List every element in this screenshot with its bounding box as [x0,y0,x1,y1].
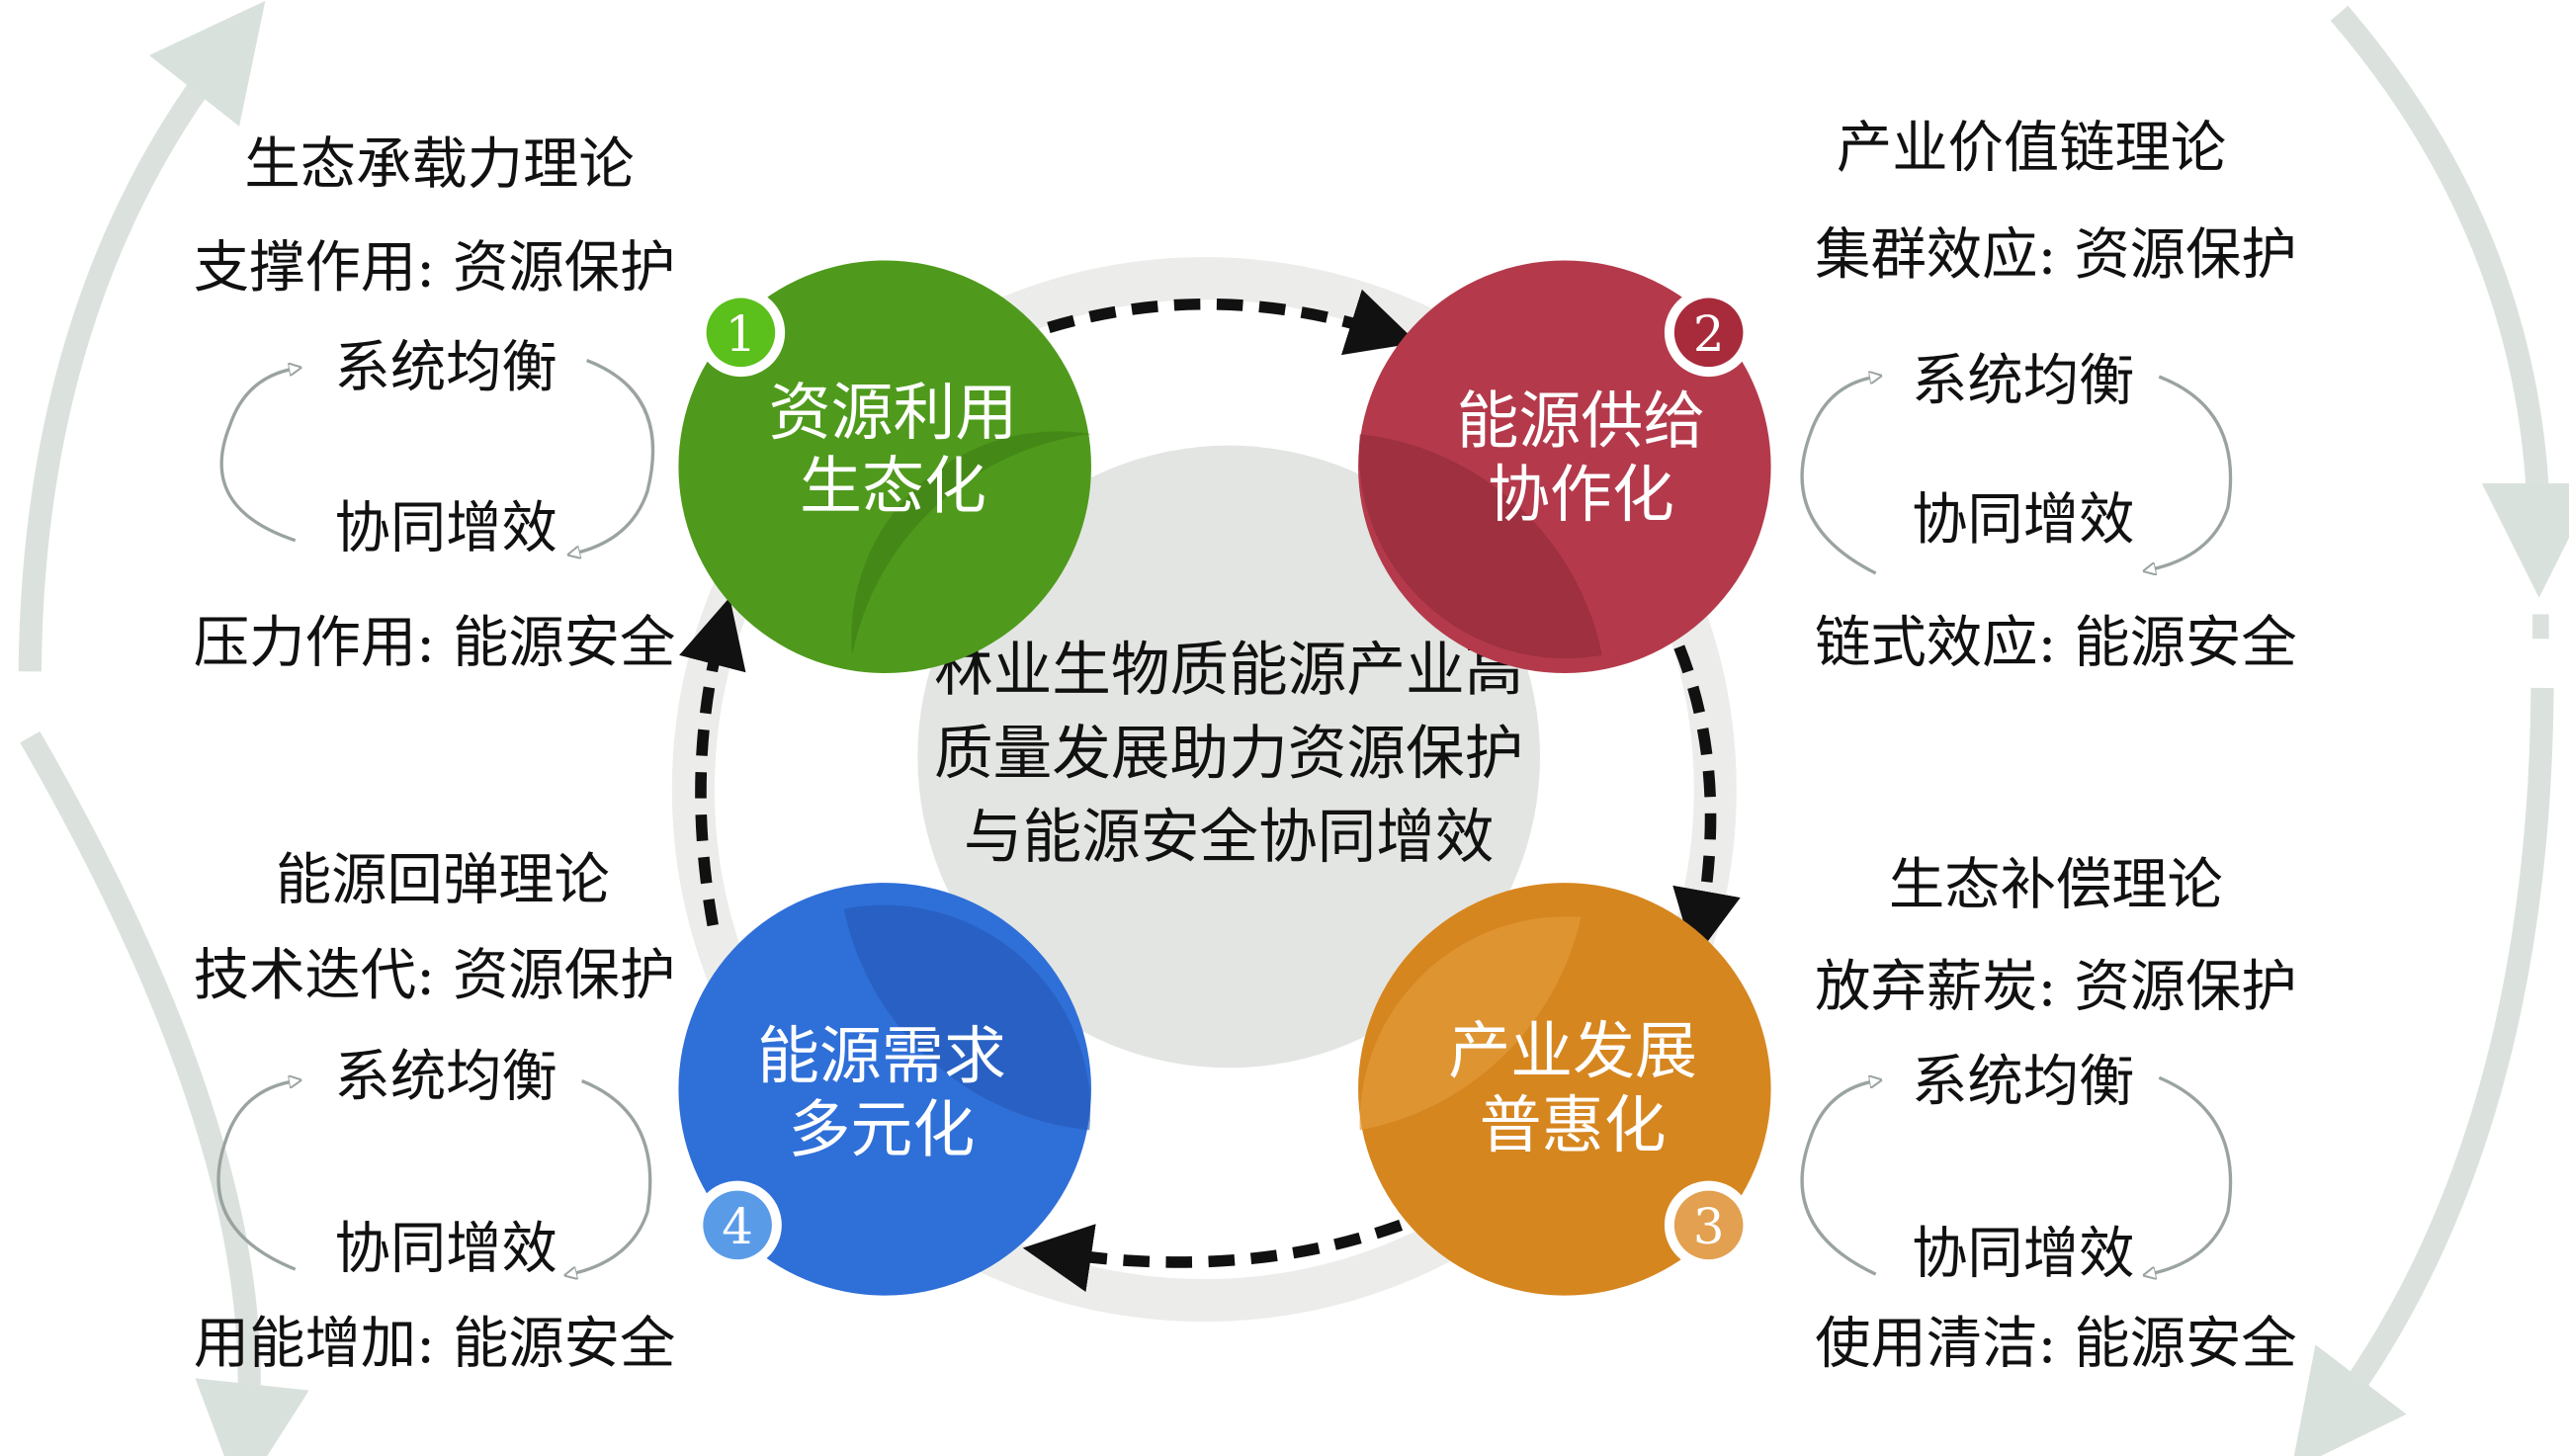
svg-text:1: 1 [726,305,757,363]
svg-text:产业发展: 产业发展 [1448,1015,1697,1087]
theory-energy-line: 用能增加: 能源安全 [194,1312,676,1376]
badge-3 [1673,1190,1744,1260]
dashed-flow-arrows [679,289,1741,1293]
outer-cycle-arrow-right [2291,5,2569,1456]
arrow-2-to-3 [1672,644,1741,960]
theory-bottom-right: 生态补偿理论 放弃薪炭: 资源保护 系统均衡 协同增效 使用清洁: 能源安全 [1800,853,2297,1376]
circle-resource-utilization: 资源利用 生态化 1 [678,260,1091,673]
svg-text:资源利用: 资源利用 [769,377,1018,449]
svg-text:协作化: 协作化 [1488,459,1674,531]
svg-text:能源供给: 能源供给 [1456,385,1705,457]
circle-energy-supply: 能源供给 协作化 2 [1358,260,1771,673]
svg-text:系统均衡: 系统均衡 [1912,1050,2134,1114]
badge-4 [703,1190,772,1260]
center-circle [917,445,1540,1069]
circle-energy-demand: 能源需求 多元化 4 [678,883,1091,1296]
svg-text:2: 2 [1693,305,1725,363]
svg-text:协同增效: 协同增效 [335,1217,557,1281]
svg-text:多元化: 多元化 [788,1094,975,1166]
badge-1 [706,298,776,368]
theory-energy-line: 压力作用: 能源安全 [194,611,676,675]
theory-resource-line: 支撑作用: 资源保护 [194,236,676,300]
arrow-3-to-4 [1022,1219,1404,1293]
cycle-arrows-icon [1800,377,2233,573]
theory-bottom-left: 能源回弹理论 技术迭代: 资源保护 系统均衡 协同增效 用能增加: 能源安全 [194,848,676,1376]
svg-text:系统均衡: 系统均衡 [335,336,557,400]
svg-text:协同增效: 协同增效 [335,496,557,560]
circle-industry-development: 产业发展 普惠化 3 [1358,883,1771,1296]
svg-text:3: 3 [1693,1198,1725,1255]
theory-resource-line: 集群效应: 资源保护 [1815,222,2297,287]
svg-text:能源需求: 能源需求 [757,1020,1006,1092]
svg-text:系统均衡: 系统均衡 [335,1045,557,1109]
theory-title: 能源回弹理论 [276,848,610,912]
svg-text:普惠化: 普惠化 [1480,1089,1667,1161]
theory-resource-line: 放弃薪炭: 资源保护 [1815,955,2297,1019]
theory-energy-line: 链式效应: 能源安全 [1815,611,2297,675]
cycle-arrows-icon [1800,1077,2233,1274]
theory-top-left: 生态承载力理论 支撑作用: 资源保护 系统均衡 协同增效 压力作用: 能源安全 [194,132,676,675]
theory-energy-line: 使用清洁: 能源安全 [1815,1312,2297,1376]
theory-title: 生态补偿理论 [1889,853,2223,917]
theory-title: 产业价值链理论 [1837,117,2226,181]
svg-text:协同增效: 协同增效 [1912,1222,2134,1286]
outer-cycle-arrow-left [18,0,309,1456]
center-text-line-2: 质量发展助力资源保护 [934,721,1523,789]
svg-text:4: 4 [722,1198,753,1255]
svg-text:系统均衡: 系统均衡 [1912,349,2134,413]
center-text-line-1: 林业生物质能源产业高 [934,637,1523,705]
theory-resource-line: 技术迭代: 资源保护 [194,943,676,1007]
svg-text:协同增效: 协同增效 [1912,488,2134,553]
badge-2 [1673,298,1744,368]
cycle-arrows-icon [219,358,655,555]
arrow-1-to-2 [1047,289,1417,356]
arrow-4-to-1 [679,597,746,927]
theory-title: 生态承载力理论 [244,132,634,197]
cycle-arrows-icon [216,1081,652,1275]
svg-text:生态化: 生态化 [800,451,986,523]
theory-top-right: 产业价值链理论 集群效应: 资源保护 系统均衡 协同增效 链式效应: 能源安全 [1800,117,2297,675]
center-text-line-3: 与能源安全协同增效 [964,804,1495,872]
